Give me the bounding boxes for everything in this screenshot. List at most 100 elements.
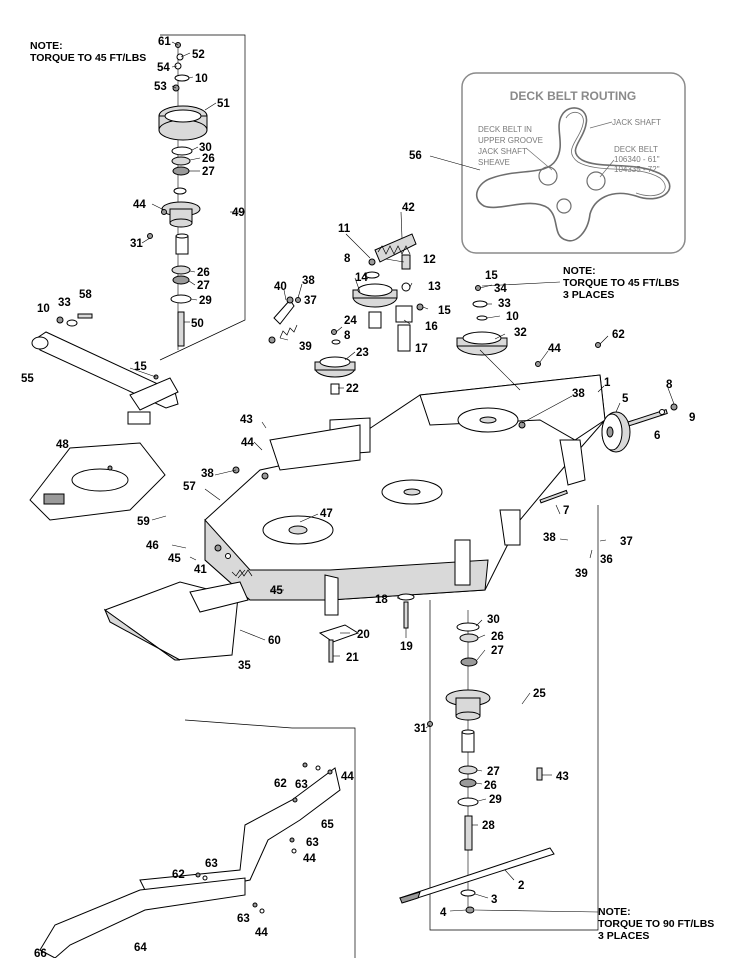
callout-42: 42 — [402, 202, 415, 214]
callout-44: 44 — [241, 437, 254, 449]
note-torque-90-three-places: NOTE: TORQUE TO 90 FT/LBS 3 PLACES — [598, 906, 715, 942]
callout-25: 25 — [533, 688, 546, 700]
callout-3: 3 — [491, 894, 497, 906]
callout-64: 64 — [134, 942, 147, 954]
callout-2: 2 — [518, 880, 524, 892]
callout-8: 8 — [666, 379, 673, 391]
right-spindle-pulley — [456, 285, 601, 367]
callout-26: 26 — [202, 153, 215, 165]
idler-arm-assembly — [31, 313, 179, 425]
callout-10: 10 — [506, 311, 519, 323]
callout-31: 31 — [414, 723, 427, 735]
callout-44: 44 — [341, 771, 354, 783]
callout-21: 21 — [346, 652, 359, 664]
deck-belt-routing-inset: DECK BELT ROUTING JACK SHAFT DECK BELT I… — [461, 72, 686, 254]
callout-56: 56 — [409, 150, 422, 162]
callout-9: 9 — [689, 412, 695, 424]
callout-54: 54 — [157, 62, 170, 74]
center-hardware — [318, 593, 415, 663]
callout-23: 23 — [356, 347, 369, 359]
callout-65: 65 — [321, 819, 334, 831]
callout-58: 58 — [79, 289, 92, 301]
callout-49: 49 — [232, 207, 245, 219]
callout-50: 50 — [191, 318, 204, 330]
callout-26: 26 — [484, 780, 497, 792]
callout-39: 39 — [299, 341, 312, 353]
callout-27: 27 — [197, 280, 210, 292]
callout-46: 46 — [146, 540, 159, 552]
callout-27: 27 — [491, 645, 504, 657]
callout-40: 40 — [274, 281, 287, 293]
callout-62: 62 — [612, 329, 625, 341]
callout-53: 53 — [154, 81, 167, 93]
callout-16: 16 — [425, 321, 438, 333]
callout-15: 15 — [485, 270, 498, 282]
callout-41: 41 — [194, 564, 207, 576]
callout-37: 37 — [304, 295, 317, 307]
callout-38: 38 — [543, 532, 556, 544]
callout-44: 44 — [133, 199, 146, 211]
callout-27: 27 — [487, 766, 500, 778]
callout-38: 38 — [572, 388, 585, 400]
callout-8: 8 — [344, 330, 351, 342]
callout-33: 33 — [58, 297, 71, 309]
baffle-64 — [39, 877, 246, 958]
callout-29: 29 — [489, 794, 502, 806]
callout-32: 32 — [514, 327, 527, 339]
callout-26: 26 — [197, 267, 210, 279]
idler-pulley-group — [268, 233, 424, 395]
callout-45: 45 — [168, 553, 181, 565]
callout-34: 34 — [494, 283, 507, 295]
callout-12: 12 — [423, 254, 436, 266]
callout-7: 7 — [563, 505, 569, 517]
callout-63: 63 — [295, 779, 308, 791]
callout-62: 62 — [274, 778, 287, 790]
deck-cover-48 — [29, 442, 166, 521]
callout-1: 1 — [604, 377, 611, 389]
callout-17: 17 — [415, 343, 428, 355]
mower-deck-shell — [204, 374, 606, 616]
callout-59: 59 — [137, 516, 150, 528]
callout-52: 52 — [192, 49, 205, 61]
callout-11: 11 — [338, 223, 351, 235]
lower-spindle-stack — [398, 505, 599, 931]
inset-jack-shaft-label: JACK SHAFT — [612, 118, 661, 127]
callout-5: 5 — [622, 393, 629, 405]
callout-43: 43 — [556, 771, 569, 783]
note-torque-45-three-places: NOTE: TORQUE TO 45 FT/LBS 3 PLACES — [563, 265, 680, 301]
leader-lines — [129, 41, 675, 913]
callout-29: 29 — [199, 295, 212, 307]
callout-31: 31 — [130, 238, 143, 250]
callout-39: 39 — [575, 568, 588, 580]
callout-labels: 61 52 54 10 53 51 30 26 27 44 49 31 26 2… — [21, 36, 695, 958]
callout-47: 47 — [320, 508, 333, 520]
callout-4: 4 — [440, 907, 447, 919]
callout-63: 63 — [237, 913, 250, 925]
callout-19: 19 — [400, 641, 413, 653]
callout-44: 44 — [255, 927, 268, 939]
inset-title: DECK BELT ROUTING — [510, 89, 636, 103]
callout-63: 63 — [306, 837, 319, 849]
callout-51: 51 — [217, 98, 230, 110]
callout-38: 38 — [201, 468, 214, 480]
callout-24: 24 — [344, 315, 357, 327]
callout-30: 30 — [487, 614, 500, 626]
baffle-hardware — [184, 719, 356, 958]
callout-14: 14 — [355, 272, 368, 284]
callout-15: 15 — [134, 361, 147, 373]
callout-63: 63 — [205, 858, 218, 870]
callout-66: 66 — [34, 948, 47, 958]
callout-43: 43 — [240, 414, 253, 426]
callout-26: 26 — [491, 631, 504, 643]
callout-36: 36 — [600, 554, 613, 566]
callout-20: 20 — [357, 629, 370, 641]
callout-22: 22 — [346, 383, 359, 395]
callout-62: 62 — [172, 869, 185, 881]
gauge-wheel-assembly — [539, 403, 678, 504]
callout-45: 45 — [270, 585, 283, 597]
